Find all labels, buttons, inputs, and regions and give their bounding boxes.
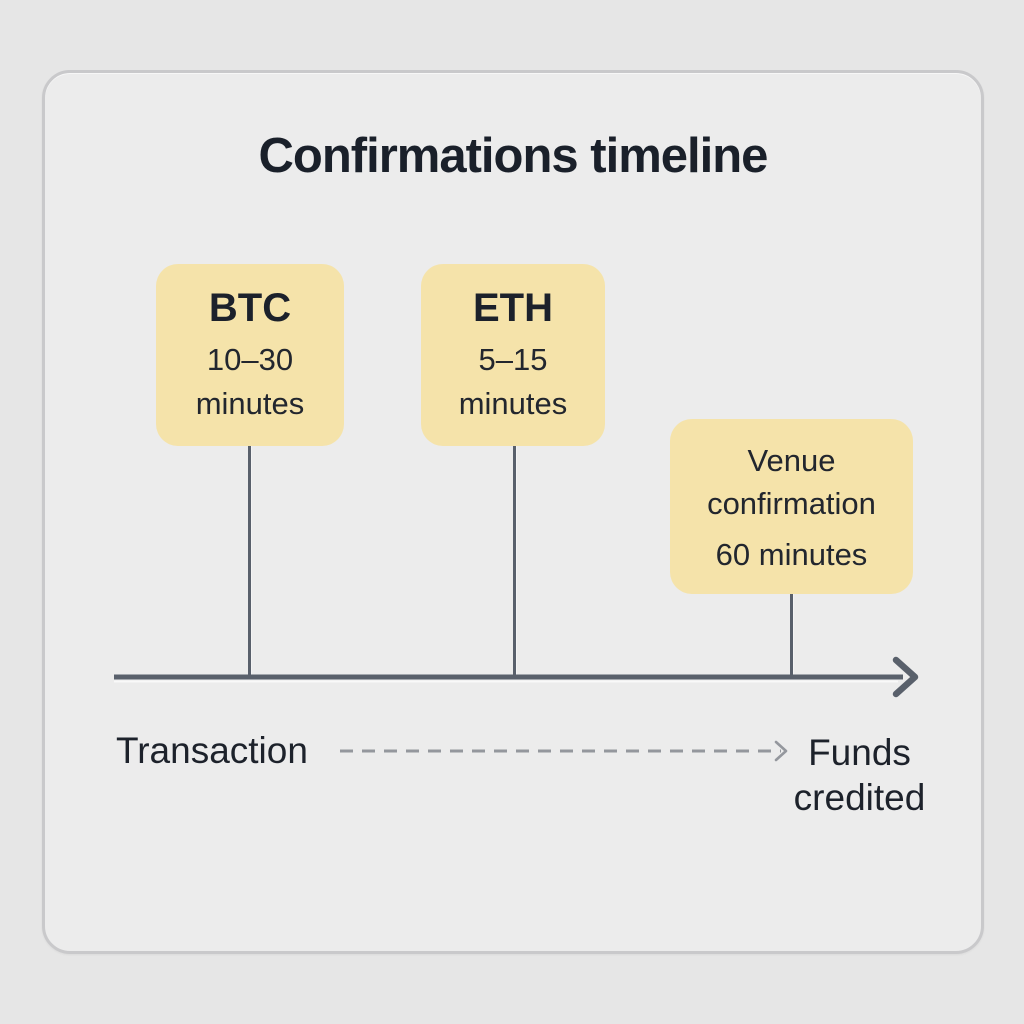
event-name: Venue confirmation bbox=[707, 443, 876, 521]
event-box-btc: BTC 10–30 minutes bbox=[156, 264, 344, 446]
axis-start-label: Transaction bbox=[116, 730, 308, 771]
event-duration: 10–30 minutes bbox=[195, 342, 305, 421]
event-duration: 5–15 minutes bbox=[458, 342, 568, 421]
event-connector bbox=[513, 446, 516, 677]
event-box-venue: Venue confirmation 60 minutes bbox=[670, 419, 913, 594]
page-title: Confirmations timeline bbox=[258, 129, 769, 183]
event-name: ETH bbox=[473, 286, 553, 331]
event-connector bbox=[790, 594, 793, 677]
event-name: BTC bbox=[208, 286, 292, 331]
axis-end-label: Funds credited bbox=[793, 732, 926, 818]
event-connector bbox=[248, 446, 251, 677]
event-duration: 60 minutes bbox=[715, 536, 868, 572]
event-box-eth: ETH 5–15 minutes bbox=[421, 264, 605, 446]
